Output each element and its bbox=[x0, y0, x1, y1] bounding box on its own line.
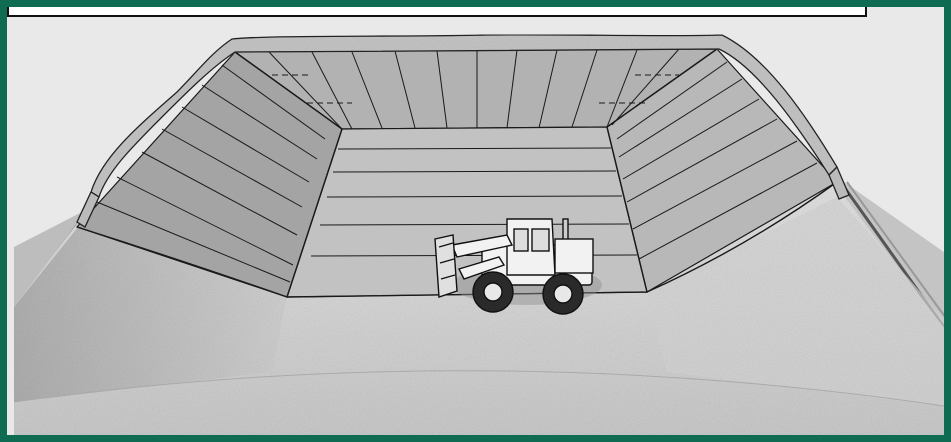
rear-wheel bbox=[543, 274, 583, 314]
front-wheel bbox=[473, 272, 513, 312]
pit-illustration bbox=[7, 7, 951, 442]
